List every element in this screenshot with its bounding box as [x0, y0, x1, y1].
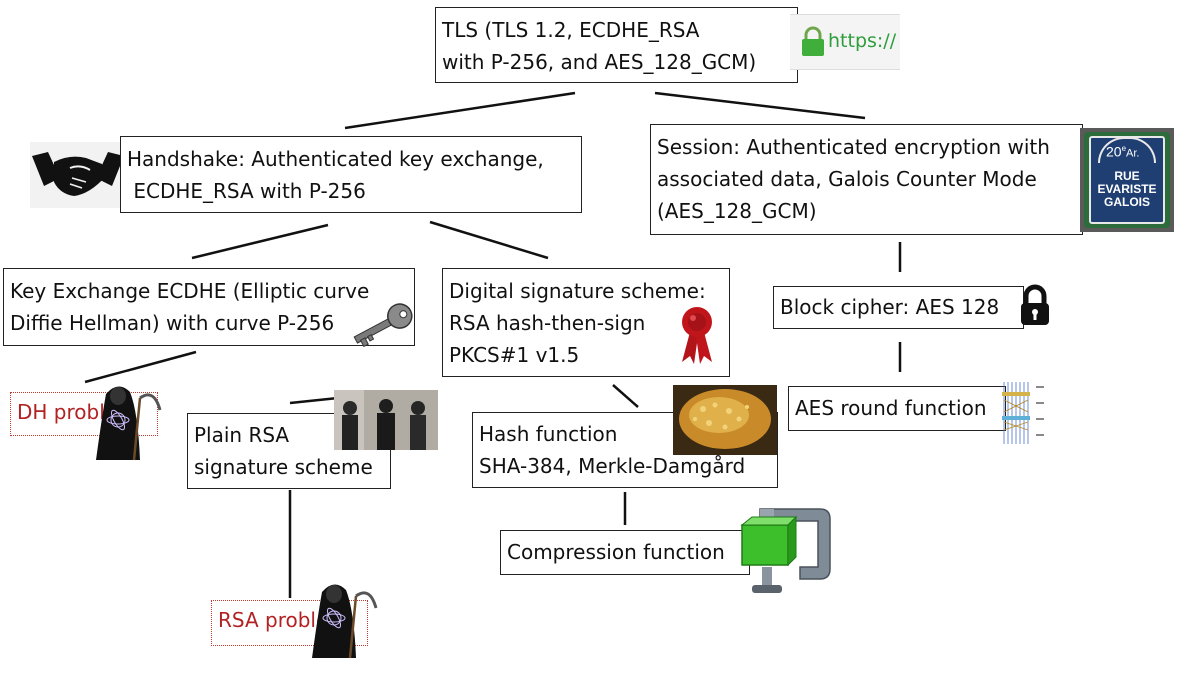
compression-label: Compression function: [507, 540, 725, 564]
block-cipher-label: Block cipher: AES 128: [780, 295, 1000, 319]
tls-node: TLS (TLS 1.2, ECDHE_RSA with P-256, and …: [435, 7, 798, 83]
session-line-3: (AES_128_GCM): [657, 199, 817, 223]
session-line-1: Session: Authenticated encryption with: [657, 135, 1050, 159]
https-label: https://: [828, 30, 897, 52]
hash-function-line-1: Hash function: [479, 422, 618, 446]
key-icon: [353, 303, 413, 348]
grim-reaper-icon: [96, 386, 162, 461]
key-exchange-line-2: Diffie Hellman) with curve P-256: [10, 311, 335, 335]
plain-rsa-node: Plain RSA signature scheme: [187, 413, 391, 489]
clamp-icon: [740, 508, 831, 593]
plain-rsa-line-2: signature scheme: [194, 455, 373, 479]
padlock-icon: [1021, 284, 1049, 325]
sign-arr-abbr: Ar.: [1126, 147, 1140, 160]
sign-line-2: EVARISTE: [1097, 182, 1157, 196]
signature-node: Digital signature scheme: RSA hash-then-…: [442, 268, 730, 377]
session-node: Session: Authenticated encryption with a…: [650, 124, 1083, 235]
sign-line-1: RUE: [1114, 169, 1140, 183]
key-exchange-line-1: Key Exchange ECDHE (Elliptic curve: [10, 279, 370, 303]
lock-icon: [802, 26, 824, 56]
sign-arr-suffix: e: [1121, 144, 1127, 153]
signature-line-2: RSA hash-then-sign: [449, 311, 646, 335]
aes-round-node: AES round function: [788, 386, 1006, 431]
block-cipher-node: Block cipher: AES 128: [773, 286, 1024, 329]
https-badge: https://: [790, 14, 900, 70]
wax-seal-icon: [682, 307, 712, 364]
key-exchange-node: Key Exchange ECDHE (Elliptic curve Diffi…: [3, 268, 415, 346]
signature-line-1: Digital signature scheme:: [449, 279, 706, 303]
handshake-line-2: ECDHE_RSA with P-256: [127, 179, 366, 203]
tls-line-2: with P-256, and AES_128_GCM): [442, 50, 757, 74]
photo-icon: [334, 390, 438, 450]
hash-browns-photo-icon: [673, 385, 777, 455]
circuit-icon: [1002, 382, 1044, 444]
aes-round-label: AES round function: [795, 396, 987, 420]
compression-node: Compression function: [500, 530, 750, 575]
sign-arrondissement: 20: [1106, 143, 1122, 160]
hash-function-line-2: SHA-384, Merkle-Damgård: [479, 454, 746, 478]
plain-rsa-line-1: Plain RSA: [194, 423, 290, 447]
session-line-2: associated data, Galois Counter Mode: [657, 167, 1037, 191]
handshake-icon: [30, 142, 126, 208]
sign-line-3: GALOIS: [1103, 195, 1150, 209]
street-sign-icon: 20eAr. RUE EVARISTE GALOIS: [1080, 128, 1174, 232]
handshake-node: Handshake: Authenticated key exchange, E…: [120, 136, 582, 213]
handshake-line-1: Handshake: Authenticated key exchange,: [127, 147, 544, 171]
tls-line-1: TLS (TLS 1.2, ECDHE_RSA: [442, 18, 700, 42]
grim-reaper-icon: [312, 584, 378, 659]
signature-line-3: PKCS#1 v1.5: [449, 343, 580, 367]
